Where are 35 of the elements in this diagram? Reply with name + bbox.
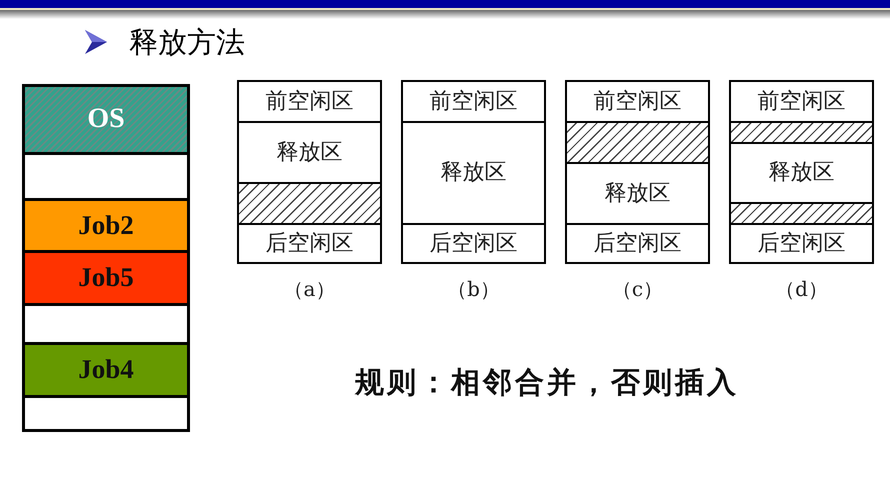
area-label: 前空闲区 [758, 88, 846, 114]
area-label: 释放区 [440, 160, 506, 186]
allocated-area [731, 202, 872, 223]
job-partition [25, 342, 187, 395]
partition-stack [401, 80, 546, 264]
area-label: 后空闲区 [266, 230, 354, 256]
area-label: 释放区 [768, 160, 834, 186]
figure-caption: （b） [447, 276, 500, 302]
os-label: OS [87, 103, 125, 136]
job-label: Job2 [78, 210, 134, 242]
allocated-area [731, 121, 872, 142]
partition-stack [729, 80, 874, 264]
area-label: 前空闲区 [594, 88, 682, 114]
area-label: 前空闲区 [430, 88, 518, 114]
area-label: 释放区 [276, 140, 342, 166]
figure-caption: （a） [284, 276, 336, 302]
partition-stack [565, 80, 710, 264]
job-partition [25, 198, 187, 250]
area-label: 释放区 [604, 180, 670, 206]
area-label: 后空闲区 [594, 230, 682, 256]
allocated-area [567, 121, 708, 162]
area-label: 后空闲区 [758, 230, 846, 256]
rule-note: 规则：相邻合并，否则插入 [355, 364, 739, 401]
area-label: 前空闲区 [266, 88, 354, 114]
figure-caption: （c） [612, 276, 664, 302]
slide-title: 释放方法 [129, 24, 245, 61]
job-partition [25, 250, 187, 303]
partition-stack [237, 80, 382, 264]
allocated-area [239, 182, 380, 223]
area-label: 后空闲区 [430, 230, 518, 256]
job-label: Job4 [78, 354, 134, 386]
job-label: Job5 [78, 262, 134, 294]
figure-caption: （d） [775, 276, 828, 302]
memory-column [22, 84, 190, 432]
os-partition [25, 87, 187, 152]
